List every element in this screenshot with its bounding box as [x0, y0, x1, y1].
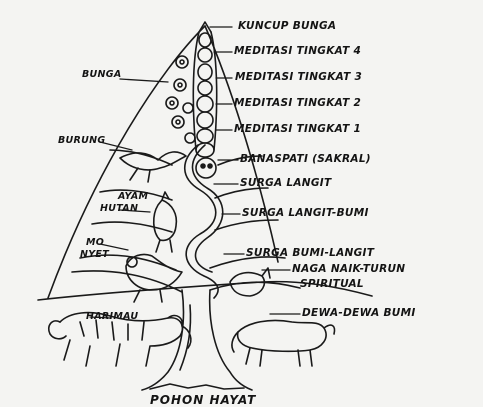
snake-head — [196, 158, 216, 178]
label-kuncup-bunga: KUNCUP BUNGA — [238, 21, 336, 32]
label-bunga: BUNGA — [82, 70, 122, 80]
label-dewa-dewa-bumi: DEWA-DEWA BUMI — [302, 308, 416, 319]
diagram-title: POHON HAYAT — [150, 394, 256, 406]
monkey — [126, 254, 182, 290]
label-surga-langit-bumi: SURGA LANGIT-BUMI — [242, 208, 369, 219]
jungle-fowl — [154, 200, 177, 240]
label-harimau: HARIMAU — [86, 312, 138, 322]
label-spiritual: SPIRITUAL — [300, 279, 364, 290]
label-burung: BURUNG — [58, 136, 106, 146]
label-meditasi-tingkat-2: MEDITASI TINGKAT 2 — [234, 98, 361, 109]
label-ayam: AYAM — [118, 192, 148, 202]
label-hutan: HUTAN — [100, 204, 138, 214]
flowers — [166, 56, 195, 143]
label-surga-langit: SURGA LANGIT — [240, 178, 331, 189]
bird — [120, 152, 186, 170]
tree-trunk — [142, 290, 183, 390]
label-meditasi-tingkat-3: MEDITASI TINGKAT 3 — [235, 72, 362, 83]
label-meditasi-tingkat-4: MEDITASI TINGKAT 4 — [234, 46, 361, 57]
label-surga-bumi-langit: SURGA BUMI-LANGIT — [246, 248, 374, 259]
bull — [238, 320, 326, 351]
label-naga-naik-turun: NAGA NAIK-TURUN — [292, 264, 405, 275]
label-mo: MO — [86, 238, 104, 248]
label-nyet: NYET — [80, 250, 109, 260]
label-banaspati: BANASPATI (SAKRAL) — [240, 154, 371, 165]
label-meditasi-tingkat-1: MEDITASI TINGKAT 1 — [234, 124, 361, 135]
